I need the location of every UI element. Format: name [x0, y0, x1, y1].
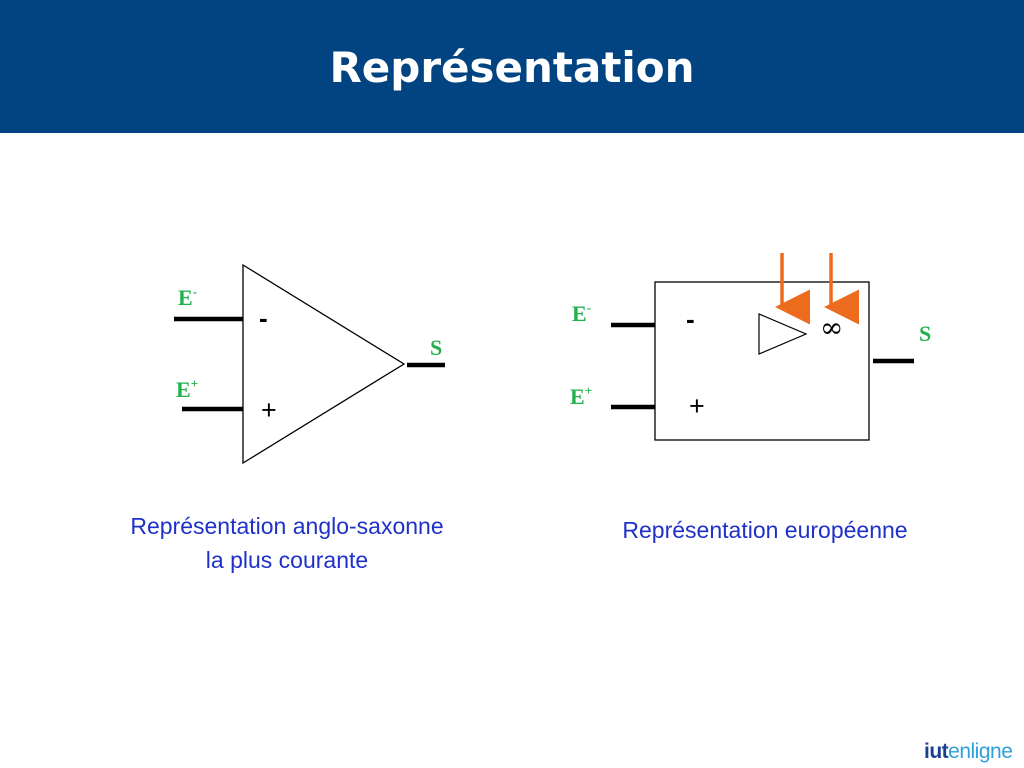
- left-opamp: E- E+ S - +: [174, 263, 445, 465]
- input-minus-label: E-: [572, 300, 591, 326]
- input-plus-label: E+: [570, 383, 592, 409]
- right-opamp: ∞ E- E+ S - +: [570, 253, 931, 441]
- input-plus-label: E+: [176, 376, 198, 402]
- logo-part-enligne: enligne: [948, 740, 1013, 763]
- slide-title: Représentation: [329, 43, 695, 92]
- minus-sign: -: [686, 304, 695, 334]
- opamp-triangle: [242, 263, 406, 465]
- infinity-symbol: ∞: [820, 311, 843, 344]
- output-label: S: [919, 321, 931, 346]
- logo-part-iut: iut: [924, 740, 949, 763]
- title-bar: [0, 0, 1024, 133]
- right-caption: Représentation européenne: [622, 517, 908, 543]
- input-minus-label: E-: [178, 284, 197, 310]
- iutenligne-logo: iutenligne: [924, 740, 1013, 764]
- caption-line: la plus courante: [205, 547, 369, 573]
- caption-line: Représentation anglo-saxonne: [130, 513, 444, 539]
- minus-sign: -: [259, 303, 268, 333]
- output-label: S: [430, 335, 442, 360]
- plus-sign: +: [261, 395, 277, 425]
- left-caption: Représentation anglo-saxonne la plus cou…: [80, 509, 494, 577]
- plus-sign: +: [689, 391, 705, 421]
